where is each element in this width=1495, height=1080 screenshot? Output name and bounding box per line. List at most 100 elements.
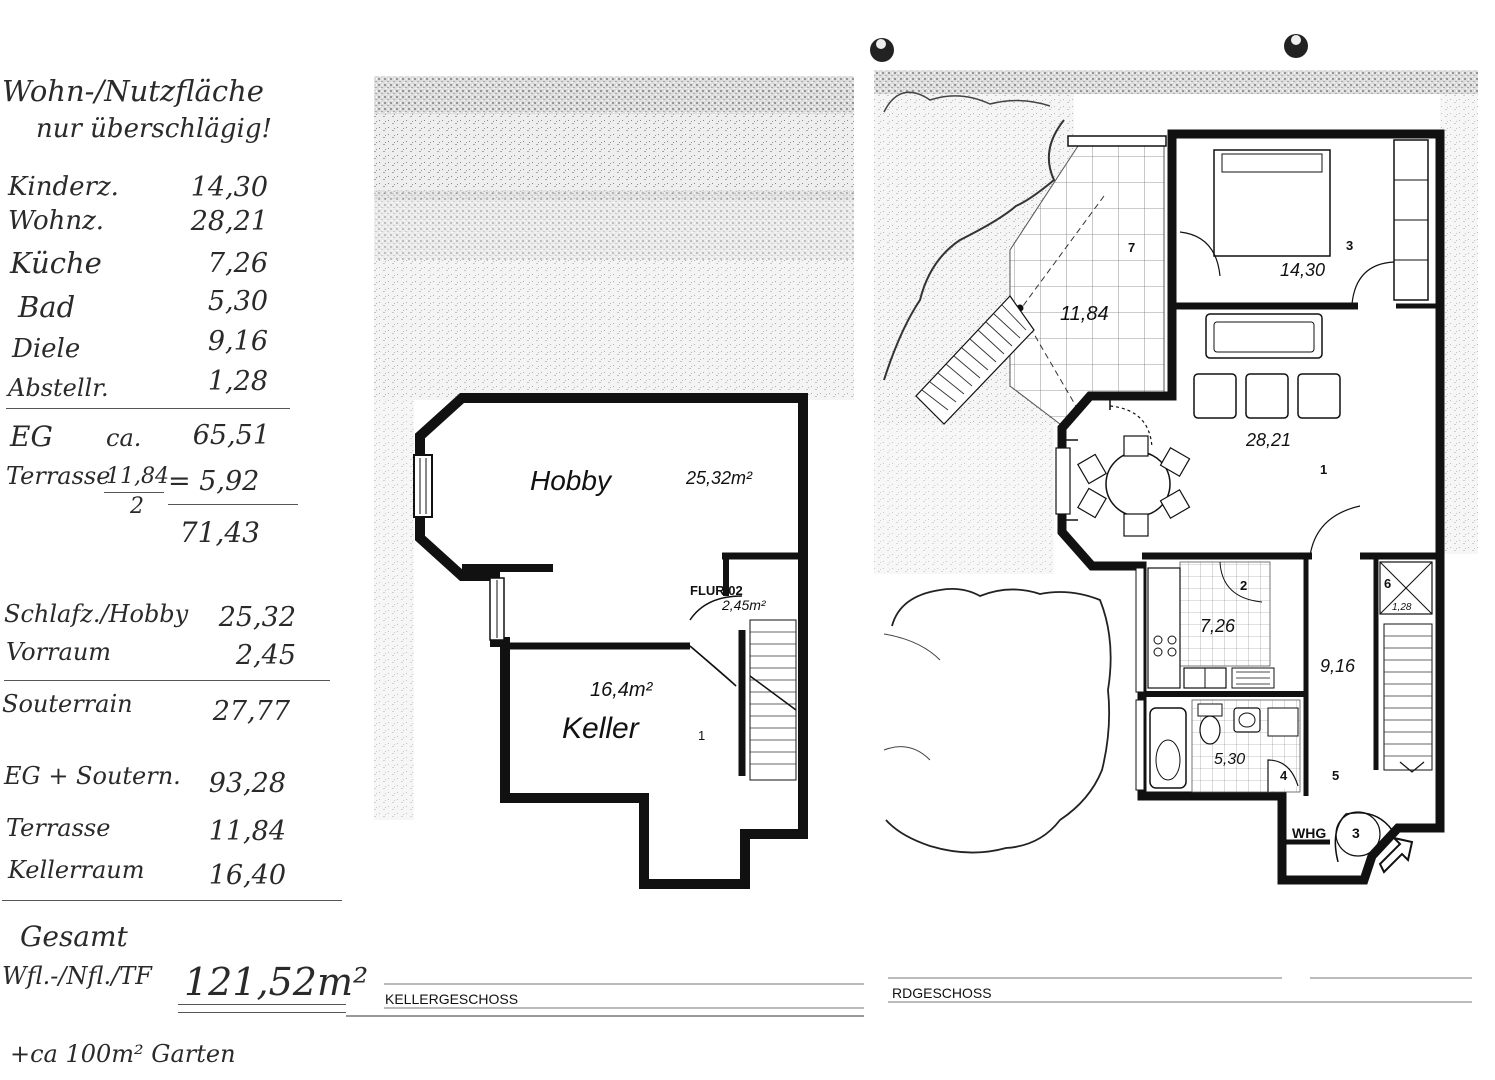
bad-area: 5,30	[1214, 751, 1245, 768]
dining-window	[1055, 447, 1071, 515]
basement-stairs	[749, 619, 797, 781]
summary-value-terrasse: 11,84	[208, 816, 286, 847]
room-label-wohnz: Wohnz.	[8, 206, 105, 236]
keller-area: 16,4m²	[590, 679, 654, 701]
souterrain-label: Souterrain	[2, 690, 133, 718]
room-label-bad: Bad	[18, 290, 76, 324]
summary-label-terrasse: Terrasse	[6, 814, 111, 842]
eg-value: 65,51	[192, 420, 270, 451]
terrace-result: = 5,92	[168, 466, 260, 497]
basement-noise-band2	[374, 190, 854, 260]
divider-total	[2, 900, 342, 901]
kueche-number: 2	[1240, 578, 1247, 593]
kellergeschoss-title: KELLERGESCHOSS	[385, 991, 518, 1007]
armchair-1	[1193, 373, 1237, 419]
total-underline-1	[178, 1004, 346, 1005]
terrace-number: 7	[1128, 240, 1135, 255]
divider-souterrain	[4, 680, 330, 681]
flur-area: 2,45m²	[721, 597, 767, 613]
room-value-kinderz: 14,30	[190, 172, 268, 203]
flur-door-swing	[689, 595, 743, 621]
total-label-2: Wfl.-/Nfl./TF	[2, 962, 152, 990]
kitchen-window	[1135, 567, 1145, 693]
room-label-diele: Diele	[12, 334, 81, 364]
terrace-label: Terrasse	[6, 462, 111, 490]
kinderzimmer-number: 3	[1346, 238, 1353, 253]
terrace-stairs	[915, 295, 1035, 425]
abstell-number: 6	[1384, 576, 1391, 591]
shrub-top	[883, 91, 1051, 113]
basement-noise-top	[374, 76, 854, 114]
basement-noise-band	[374, 114, 854, 200]
terrace-fraction-den: 2	[130, 494, 144, 519]
souterrain-value: 27,77	[212, 696, 290, 727]
room-value-bad: 5,30	[207, 286, 268, 317]
total-underline-2	[178, 1012, 346, 1013]
basement-label-vorraum: Vorraum	[6, 638, 112, 666]
room-value-diele: 9,16	[207, 326, 268, 357]
room-value-abstellr: 1,28	[207, 366, 268, 397]
divider-subtotal	[168, 504, 298, 505]
erdgeschoss-title: RDGESCHOSS	[892, 985, 992, 1001]
entry-door-swing	[1334, 812, 1393, 863]
basement-label-schlafz: Schlafz./Hobby	[4, 600, 189, 628]
summary-value-eg-sout: 93,28	[208, 768, 286, 799]
room-label-kueche: Küche	[10, 246, 102, 280]
abstell-area: 1,28	[1392, 602, 1412, 613]
bath-window	[1135, 699, 1145, 791]
eg-ca: ca.	[106, 424, 142, 452]
armchair-2	[1245, 373, 1289, 419]
divider-eg	[6, 408, 290, 409]
dining-table	[1077, 435, 1191, 537]
erdgeschoss-plan: 7 11,84 3 14,30 28,21 1 2 7,26 5,30 6 1,…	[870, 34, 1478, 1003]
tree-outline	[885, 587, 1112, 854]
kinderzimmer-door-swing	[1179, 231, 1221, 277]
diele-number: 5	[1332, 768, 1339, 783]
kitchen	[1147, 561, 1275, 689]
hobby-area: 25,32m²	[685, 468, 753, 488]
hobby-label: Hobby	[530, 465, 613, 496]
hedge-line	[883, 119, 1065, 381]
bathroom	[1149, 699, 1301, 793]
room-label-abstellr: Abstellr.	[8, 374, 109, 402]
basement-value-vorraum: 2,45	[235, 640, 296, 671]
summary-label-keller: Kellerraum	[8, 856, 145, 884]
notes-header-line1: Wohn-/Nutzfläche	[2, 74, 264, 108]
wohnzimmer-number: 1	[1320, 462, 1327, 477]
punch-hole-right	[1284, 34, 1308, 58]
wohnzimmer-area: 28,21	[1245, 430, 1291, 450]
diele-area: 9,16	[1320, 656, 1356, 676]
eg-label: EG	[10, 420, 53, 453]
terrace-fraction-bar	[104, 492, 164, 493]
sofa	[1205, 313, 1323, 359]
summary-value-keller: 16,40	[208, 860, 286, 891]
subtotal-value: 71,43	[179, 516, 260, 549]
kueche-area: 7,26	[1200, 616, 1236, 636]
basement-bay-window	[413, 454, 433, 518]
notes-header-line2: nur überschlägig!	[36, 114, 272, 144]
total-value: 121,52m²	[184, 960, 369, 1004]
room-value-wohnz: 28,21	[190, 206, 268, 237]
whg-label: WHG	[1292, 825, 1326, 841]
kinderzimmer-area: 14,30	[1280, 260, 1325, 280]
basement-noise-band3	[374, 260, 854, 400]
basement-outer-wall	[415, 393, 808, 889]
room-label-kinderz: Kinderz.	[8, 172, 119, 202]
total-label-1: Gesamt	[20, 920, 128, 953]
basement-noise-left	[374, 400, 414, 820]
interior-stairs	[1383, 623, 1433, 773]
entrance-arrow-icon	[1378, 836, 1414, 874]
ground-noise-top	[874, 70, 1478, 94]
terrace-fraction-num: 11,84	[106, 464, 169, 489]
terrace-area: 11,84	[1060, 303, 1109, 325]
room-value-kueche: 7,26	[207, 248, 268, 279]
summary-label-eg-sout: EG + Soutern.	[4, 762, 181, 790]
armchair-3	[1297, 373, 1341, 419]
wc-number: 4	[1280, 768, 1288, 783]
keller-label: Keller	[562, 712, 640, 745]
flur-label: FLUR 02	[690, 583, 743, 598]
basement-value-schlafz: 25,32	[218, 602, 296, 633]
garden-note: +ca 100m² Garten	[10, 1040, 236, 1068]
kellergeschoss-plan: Hobby 25,32m² FLUR 02 2,45m² 16,4m² Kell…	[346, 76, 864, 1017]
